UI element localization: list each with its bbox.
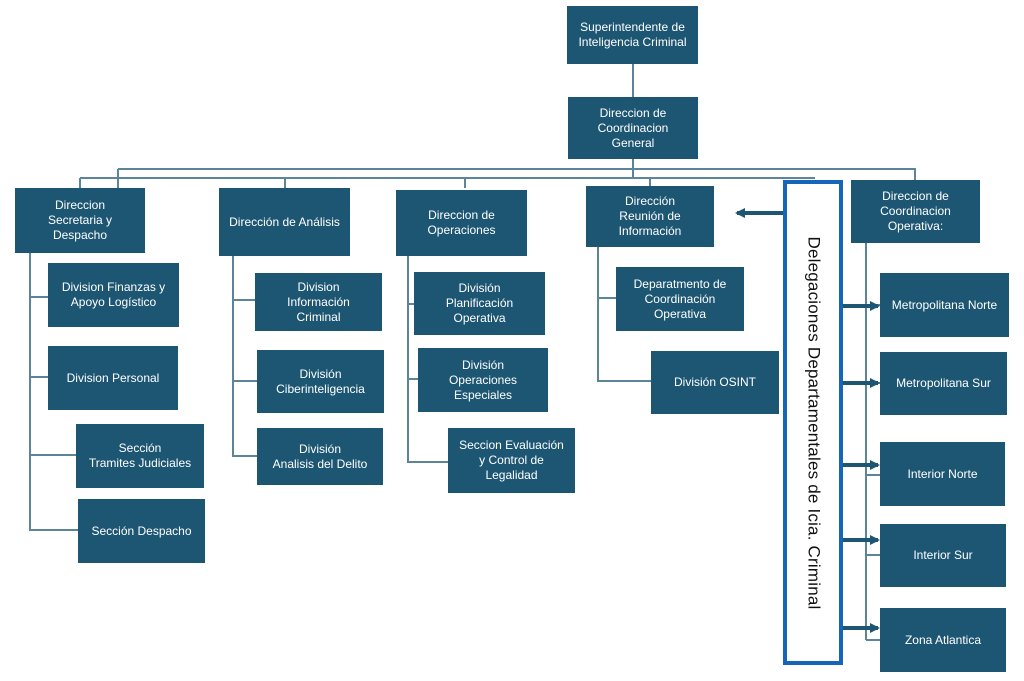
connector-analisis-children <box>232 256 257 457</box>
connector-lower-bus <box>118 168 916 180</box>
node-op-especiales: División Operaciones Especiales <box>418 348 548 412</box>
node-personal: Division Personal <box>48 346 178 410</box>
node-planificacion: División Planificación Operativa <box>414 272 545 335</box>
delegaciones-label-wrap: Delegaciones Departamentales de Icia. Cr… <box>787 184 839 661</box>
node-analisis-delito: División Analisis del Delito <box>257 428 383 485</box>
node-dep-coordinacion: Deparatmento de Coordinación Operativa <box>616 267 744 331</box>
node-ciberinteligencia: División Ciberinteligencia <box>257 350 384 413</box>
node-evaluacion: Seccion Evaluación y Control de Legalida… <box>448 428 575 493</box>
node-operaciones: Direccion de Operaciones <box>396 190 527 256</box>
connector-operaciones-children <box>407 256 448 463</box>
node-reunion: Dirección Reunión de Información <box>586 186 714 247</box>
node-osint: División OSINT <box>651 351 779 414</box>
delegaciones-frame: Delegaciones Departamentales de Icia. Cr… <box>783 180 843 665</box>
node-metro-norte: Metropolitana Norte <box>880 273 1009 337</box>
node-finanzas: Division Finanzas y Apoyo Logístico <box>48 263 179 327</box>
node-zona-atlantica: Zona Atlantica <box>880 608 1006 672</box>
node-despacho: Sección Despacho <box>78 499 205 563</box>
delegaciones-label: Delegaciones Departamentales de Icia. Cr… <box>804 236 823 609</box>
node-info-criminal: Division Información Criminal <box>255 273 382 331</box>
node-coordinacion-general: Direccion de Coordinacion General <box>568 97 698 159</box>
node-analisis: Dirección de Análisis <box>219 188 350 256</box>
node-tramites: Sección Tramites Judiciales <box>76 424 204 488</box>
node-metro-sur: Metropolitana Sur <box>880 352 1007 415</box>
node-coord-operativa: Direccion de Coordinacion Operativa: <box>851 180 980 243</box>
connector-reunion-children <box>597 247 651 382</box>
node-interior-norte: Interior Norte <box>880 442 1005 506</box>
connector-secretaria-children <box>29 253 78 531</box>
node-interior-sur: Interior Sur <box>880 524 1006 587</box>
node-secretaria: Direccion Secretaria y Despacho <box>15 188 145 253</box>
node-superintendente: Superintendente de Inteligencia Criminal <box>567 6 698 64</box>
